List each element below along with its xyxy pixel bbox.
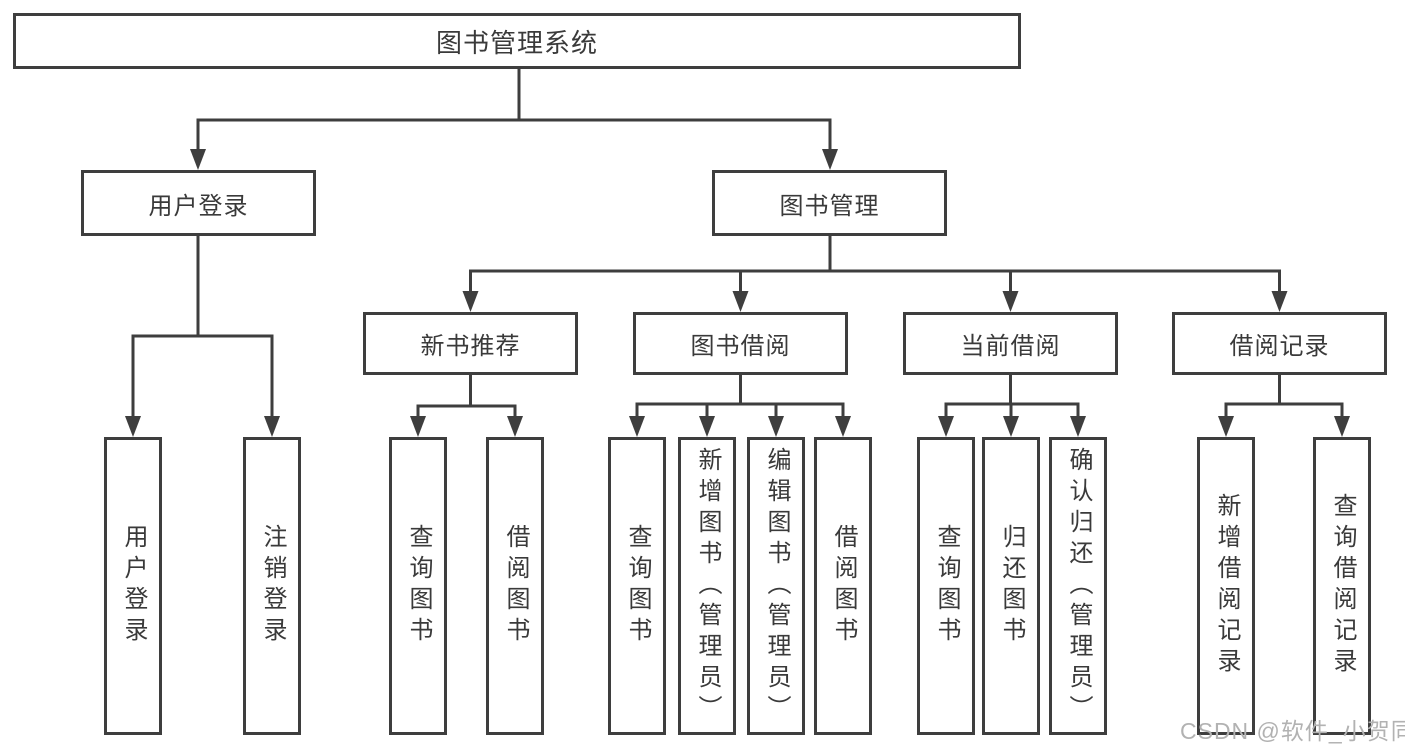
node-label: 编辑图书（管理员） — [763, 446, 790, 726]
connector-new-book-split — [416, 375, 517, 418]
node-label: 归还图书 — [998, 524, 1025, 648]
arrow-down-icon — [264, 416, 280, 437]
leaf-user-login: 用户登录 — [104, 437, 162, 735]
leaf-borrow-books: 借阅图书 — [814, 437, 872, 735]
arrow-down-icon — [1218, 416, 1234, 437]
arrow-down-icon — [732, 291, 749, 312]
node-label: 图书管理系统 — [435, 27, 598, 58]
leaf-query-borrow-record: 查询借阅记录 — [1313, 437, 1371, 735]
node-new-book-recommend: 新书推荐 — [363, 312, 578, 375]
leaf-borrow-books-recommend: 借阅图书 — [486, 437, 544, 735]
arrow-down-icon — [938, 416, 954, 437]
leaf-logout: 注销登录 — [243, 437, 301, 735]
leaf-query-books-recommend: 查询图书 — [389, 437, 447, 735]
leaf-query-books-borrow: 查询图书 — [608, 437, 666, 735]
arrow-down-icon — [768, 416, 784, 437]
connector-user-login-split — [131, 236, 274, 418]
csdn-watermark: CSDN @软件_小贺同学 — [1180, 718, 1405, 744]
leaf-return-books: 归还图书 — [982, 437, 1040, 735]
node-label: 确认归还（管理员） — [1065, 446, 1092, 726]
arrow-down-icon — [462, 291, 479, 312]
connector-borrow-records-split — [1224, 375, 1344, 418]
node-label: 注销登录 — [259, 524, 286, 648]
leaf-edit-books-admin: 编辑图书（管理员） — [747, 437, 805, 735]
node-label: 借阅图书 — [830, 524, 857, 648]
node-label: 查询图书 — [405, 524, 432, 648]
arrow-down-icon — [1271, 291, 1288, 312]
node-label: 图书借阅 — [690, 333, 791, 360]
arrow-down-icon — [835, 416, 851, 437]
node-label: 用户登录 — [120, 524, 147, 648]
node-root-system: 图书管理系统 — [13, 13, 1021, 69]
leaf-query-books-current: 查询图书 — [917, 437, 975, 735]
node-label: 借阅图书 — [502, 524, 529, 648]
node-label: 查询借阅记录 — [1329, 493, 1356, 679]
arrow-down-icon — [1002, 291, 1019, 312]
node-label: 查询图书 — [933, 524, 960, 648]
node-borrow-records: 借阅记录 — [1172, 312, 1387, 375]
node-label: 用户登录 — [148, 192, 249, 220]
arrow-down-icon — [1334, 416, 1350, 437]
node-book-management: 图书管理 — [712, 170, 947, 236]
arrow-down-icon — [190, 149, 206, 170]
node-label: 新增借阅记录 — [1213, 493, 1240, 679]
connector-book-borrow-split — [635, 375, 845, 418]
node-label: 图书管理 — [779, 192, 880, 220]
leaf-confirm-return-admin: 确认归还（管理员） — [1049, 437, 1107, 735]
node-current-borrow: 当前借阅 — [903, 312, 1118, 375]
arrow-down-icon — [125, 416, 141, 437]
connector-book-management-split — [469, 236, 1281, 293]
arrow-down-icon — [1003, 416, 1019, 437]
arrow-down-icon — [1070, 416, 1086, 437]
node-label: 查询图书 — [624, 524, 651, 648]
leaf-add-books-admin: 新增图书（管理员） — [678, 437, 736, 735]
arrow-down-icon — [410, 416, 426, 437]
connector-root-split — [196, 69, 832, 152]
node-user-login: 用户登录 — [81, 170, 316, 236]
node-label: 新书推荐 — [420, 333, 521, 360]
arrow-down-icon — [629, 416, 645, 437]
node-label: 借阅记录 — [1229, 333, 1330, 360]
node-label: 当前借阅 — [960, 333, 1061, 360]
node-book-borrow: 图书借阅 — [633, 312, 848, 375]
arrow-down-icon — [507, 416, 523, 437]
node-label: 新增图书（管理员） — [694, 446, 721, 726]
arrow-down-icon — [822, 149, 838, 170]
leaf-add-borrow-record: 新增借阅记录 — [1197, 437, 1255, 735]
arrow-down-icon — [699, 416, 715, 437]
connector-current-borrow-split — [944, 375, 1080, 418]
